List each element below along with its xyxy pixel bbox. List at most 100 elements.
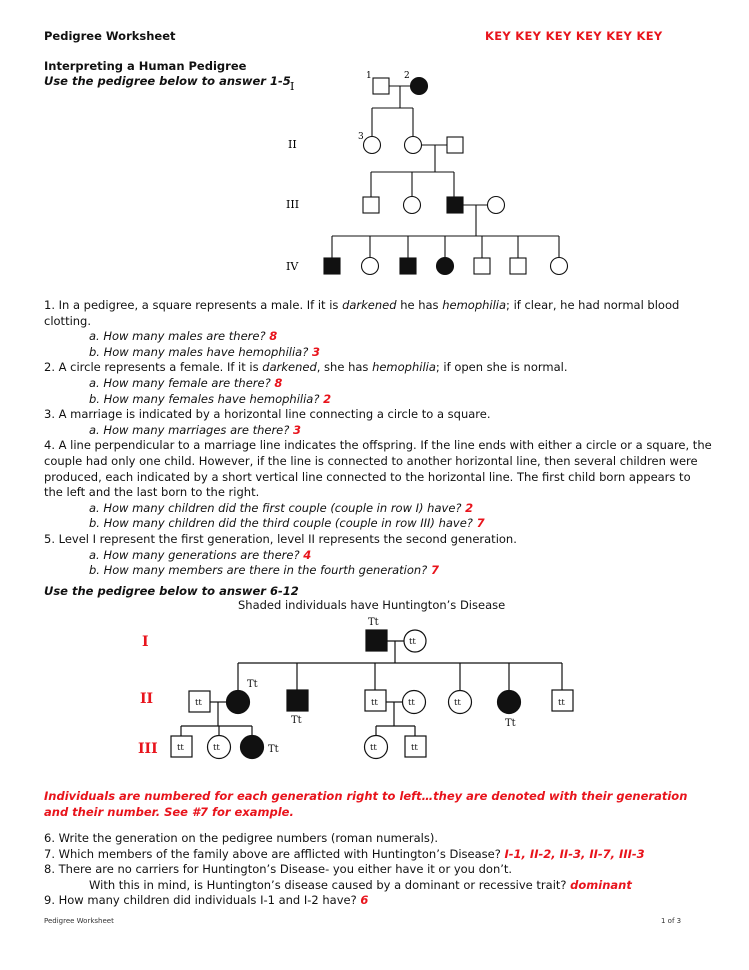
p2-genotype-III-5: tt bbox=[411, 743, 418, 753]
page-number: 1 of 3 bbox=[661, 917, 682, 925]
p2-gen-label-2: II bbox=[140, 691, 153, 707]
answer-2a: 8 bbox=[274, 375, 283, 390]
p2-III-1-male bbox=[170, 735, 193, 758]
p2-genotype-II-1: tt bbox=[195, 698, 202, 708]
p2-genotype-II-5: tt bbox=[408, 698, 415, 708]
p2-II-6-female bbox=[447, 689, 473, 715]
question-2: 2. A circle represents a female. If it i… bbox=[44, 360, 568, 375]
p1-gen-label-2: II bbox=[288, 138, 297, 151]
p1-gen-label-1: I bbox=[290, 80, 294, 93]
p1-number-2: 2 bbox=[404, 71, 410, 81]
p2-genotype-II-7: Tt bbox=[505, 718, 516, 729]
question-3: 3. A marriage is indicated by a horizont… bbox=[44, 407, 491, 422]
p1-IV-1-male-affected bbox=[323, 257, 341, 275]
p2-II-2-female-affected bbox=[225, 689, 251, 715]
questions-6-9: 6. Write the generation on the pedigree … bbox=[44, 831, 724, 909]
answer-3a: 3 bbox=[293, 422, 302, 437]
question-1a: a. How many males are there? 8 bbox=[89, 329, 278, 344]
question-4b: b. How many children did the third coupl… bbox=[89, 516, 485, 531]
p2-I-1-male-affected bbox=[365, 629, 388, 652]
question-5b: b. How many members are there in the fou… bbox=[89, 563, 439, 578]
p2-genotype-III-4: tt bbox=[370, 743, 377, 753]
p1-IV-6-male bbox=[509, 257, 527, 275]
section1-title: Interpreting a Human Pedigree bbox=[44, 59, 247, 73]
p2-II-7-female-affected bbox=[496, 689, 522, 715]
answer-5b: 7 bbox=[430, 563, 439, 578]
p2-genotype-II-3: Tt bbox=[291, 715, 302, 726]
p2-II-8-male bbox=[551, 689, 574, 712]
footer-title: Pedigree Worksheet bbox=[44, 917, 114, 925]
p1-IV-4-female-affected bbox=[435, 256, 455, 276]
p2-genotype-I-1: Tt bbox=[368, 617, 379, 628]
question-3a: a. How many marriages are there? 3 bbox=[89, 422, 302, 437]
worksheet-title: Pedigree Worksheet bbox=[44, 29, 176, 43]
p1-number-1: 1 bbox=[366, 71, 372, 81]
answer-4a: 2 bbox=[465, 500, 474, 515]
p2-genotype-II-8: tt bbox=[558, 698, 565, 708]
answer-5a: 4 bbox=[303, 547, 312, 562]
section2-instruction: Use the pedigree below to answer 6-12 bbox=[44, 584, 299, 598]
pedigree-diagram-1: I II III IV 1 2 3 bbox=[286, 71, 569, 276]
answer-7: I-1, II-2, II-3, II-7, III-3 bbox=[504, 846, 645, 861]
p2-genotype-II-6: tt bbox=[454, 698, 461, 708]
p1-II-1-female bbox=[362, 135, 382, 155]
p1-IV-5-male bbox=[473, 257, 491, 275]
answer-2b: 2 bbox=[323, 391, 332, 406]
p1-gen-label-4: IV bbox=[286, 260, 299, 273]
question-7: 7. Which members of the family above are… bbox=[44, 846, 645, 861]
p1-III-4-female bbox=[486, 195, 506, 215]
p1-IV-3-male-affected bbox=[399, 257, 417, 275]
pedigree-diagram-2: Tt tt tt Tt Tt tt tt tt Tt tt tt tt Tt t… bbox=[138, 617, 574, 760]
answer-4b: 7 bbox=[476, 516, 485, 531]
p2-I-2-female bbox=[403, 629, 427, 653]
pedigree2-caption: Shaded individuals have Huntington’s Dis… bbox=[238, 598, 506, 612]
p1-III-2-female bbox=[402, 195, 422, 215]
question-5: 5. Level I represent the first generatio… bbox=[44, 531, 517, 546]
answer-1a: 8 bbox=[269, 329, 278, 344]
question-6: 6. Write the generation on the pedigree … bbox=[44, 831, 439, 845]
p2-genotype-III-3: Tt bbox=[268, 744, 279, 755]
question-4: 4. A line perpendicular to a marriage li… bbox=[44, 438, 712, 500]
p2-genotype-I-2: tt bbox=[409, 637, 416, 647]
p2-genotype-III-1: tt bbox=[177, 743, 184, 753]
p1-gen-label-3: III bbox=[286, 198, 299, 211]
p2-gen-label-3: III bbox=[138, 741, 158, 757]
question-2b: b. How many females have hemophilia? 2 bbox=[89, 391, 332, 406]
p2-III-4-female bbox=[363, 734, 389, 760]
question-1b: b. How many males have hemophilia? 3 bbox=[89, 344, 320, 359]
question-8: 8. There are no carriers for Huntington’… bbox=[44, 862, 513, 877]
question-2a: a. How many female are there? 8 bbox=[89, 375, 283, 390]
numbering-note: Individuals are numbered for each genera… bbox=[44, 789, 688, 819]
section1-instruction: Use the pedigree below to answer 1-5 bbox=[44, 74, 291, 88]
answer-8: dominant bbox=[570, 877, 632, 892]
question-4a: a. How many children did the first coupl… bbox=[89, 500, 474, 515]
p1-number-3: 3 bbox=[358, 132, 364, 142]
p1-III-1-male bbox=[362, 196, 380, 214]
question-8b: With this in mind, is Huntington’s disea… bbox=[89, 877, 632, 892]
p2-III-3-female-affected bbox=[239, 734, 265, 760]
p2-II-3-male-affected bbox=[286, 689, 309, 712]
p2-III-5-male bbox=[404, 735, 427, 758]
p1-II-3-male bbox=[446, 136, 464, 154]
p2-genotype-II-4: tt bbox=[371, 698, 378, 708]
question-1: 1. In a pedigree, a square represents a … bbox=[44, 298, 680, 328]
p2-genotype-II-2: Tt bbox=[247, 679, 258, 690]
answer-1b: 3 bbox=[311, 344, 320, 359]
p2-II-4-male bbox=[364, 689, 387, 712]
questions-1-5: 1. In a pedigree, a square represents a … bbox=[44, 298, 712, 579]
question-9: 9. How many children did individuals I-1… bbox=[44, 893, 369, 908]
p1-IV-7-female bbox=[549, 256, 569, 276]
p1-I-1-male bbox=[372, 77, 390, 95]
p1-II-2-female bbox=[403, 135, 423, 155]
p1-IV-2-female bbox=[360, 256, 380, 276]
p1-I-2-female-affected bbox=[409, 76, 429, 96]
answer-9: 6 bbox=[360, 893, 369, 908]
p2-II-1-male bbox=[188, 690, 211, 713]
p1-III-3-male-affected bbox=[446, 196, 464, 214]
p2-II-5-female bbox=[401, 689, 427, 715]
p2-genotype-III-2: tt bbox=[213, 743, 220, 753]
p2-III-2-female bbox=[206, 734, 232, 760]
answer-key-label: KEY KEY KEY KEY KEY KEY bbox=[485, 29, 663, 43]
question-5a: a. How many generations are there? 4 bbox=[89, 547, 312, 562]
p2-gen-label-1: I bbox=[142, 634, 149, 650]
